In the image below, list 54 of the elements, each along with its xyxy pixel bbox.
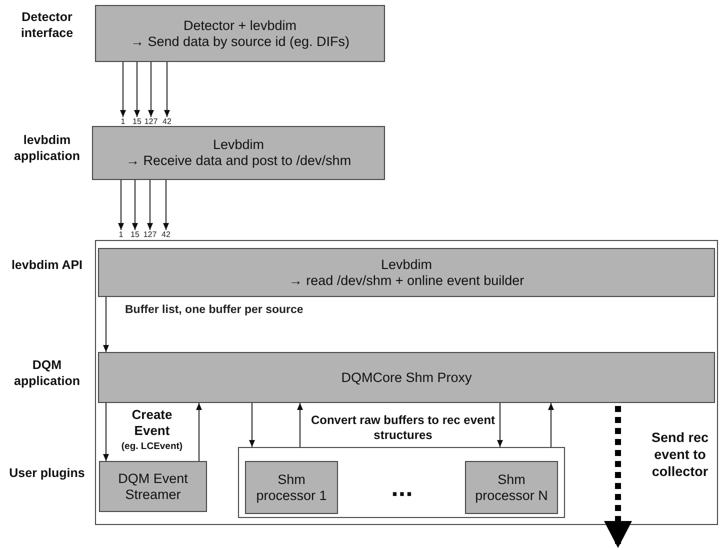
annotation-text: (eg. LCEvent) — [120, 441, 184, 453]
arrow — [132, 180, 138, 230]
arrow — [164, 62, 170, 118]
section-label: DQM application — [13, 358, 81, 390]
dashed-arrow — [604, 406, 632, 548]
ellipsis: ... — [390, 474, 414, 500]
edge-label: 42 — [160, 231, 172, 238]
box-description: → read /dev/shm + online event builder — [288, 272, 524, 288]
box-title: Shm processor 1 — [255, 472, 328, 504]
box-title: DQMCore Shm Proxy — [341, 370, 472, 386]
section-label: User plugins — [8, 466, 86, 482]
section-label: Detector interface — [20, 10, 74, 42]
arrow — [297, 402, 303, 448]
frame-box — [95, 240, 718, 525]
arrow — [103, 402, 109, 462]
section-label: levbdim API — [10, 258, 84, 274]
arrow — [134, 62, 140, 118]
box-description: → Receive data and post to /dev/shm — [126, 153, 352, 169]
frame-box — [238, 447, 565, 518]
edge-label: 42 — [162, 118, 172, 125]
process-box — [98, 352, 715, 403]
arrow — [120, 62, 126, 118]
box-title: Levbdim — [380, 256, 432, 272]
process-box — [245, 461, 338, 514]
process-box — [98, 248, 715, 297]
edge-label: 15 — [130, 231, 140, 238]
edge-label: 127 — [142, 231, 158, 238]
process-box — [95, 5, 385, 62]
arrow — [148, 62, 154, 118]
arrow — [163, 180, 169, 230]
edge-label: Buffer list, one buffer per source — [125, 304, 304, 316]
edge-label: 127 — [143, 118, 159, 125]
edge-label: 15 — [132, 118, 142, 125]
box-title: Levbdim — [212, 137, 264, 153]
edge-label: 1 — [118, 231, 124, 238]
section-label: levbdim application — [13, 133, 81, 164]
arrow — [497, 402, 503, 448]
box-description: → Send data by source id (eg. DIFs) — [130, 34, 350, 50]
edge-label: 1 — [120, 118, 126, 125]
arrow — [147, 180, 153, 230]
arrow — [196, 402, 202, 462]
arrow — [118, 180, 124, 230]
box-title: DQM Event Streamer — [117, 470, 189, 502]
annotation-text: Convert raw buffers to rec event structures — [310, 413, 496, 443]
box-title: Detector + levbdim — [184, 18, 296, 34]
arrow — [103, 296, 109, 352]
process-box — [465, 461, 558, 514]
process-box — [92, 126, 385, 180]
annotation-text: Send rec event to collector — [650, 430, 710, 481]
box-title: Shm processor N — [474, 472, 549, 504]
arrow — [249, 402, 255, 448]
process-box — [99, 461, 207, 512]
annotation-text: Create Event — [130, 407, 174, 440]
arrow — [548, 402, 554, 448]
